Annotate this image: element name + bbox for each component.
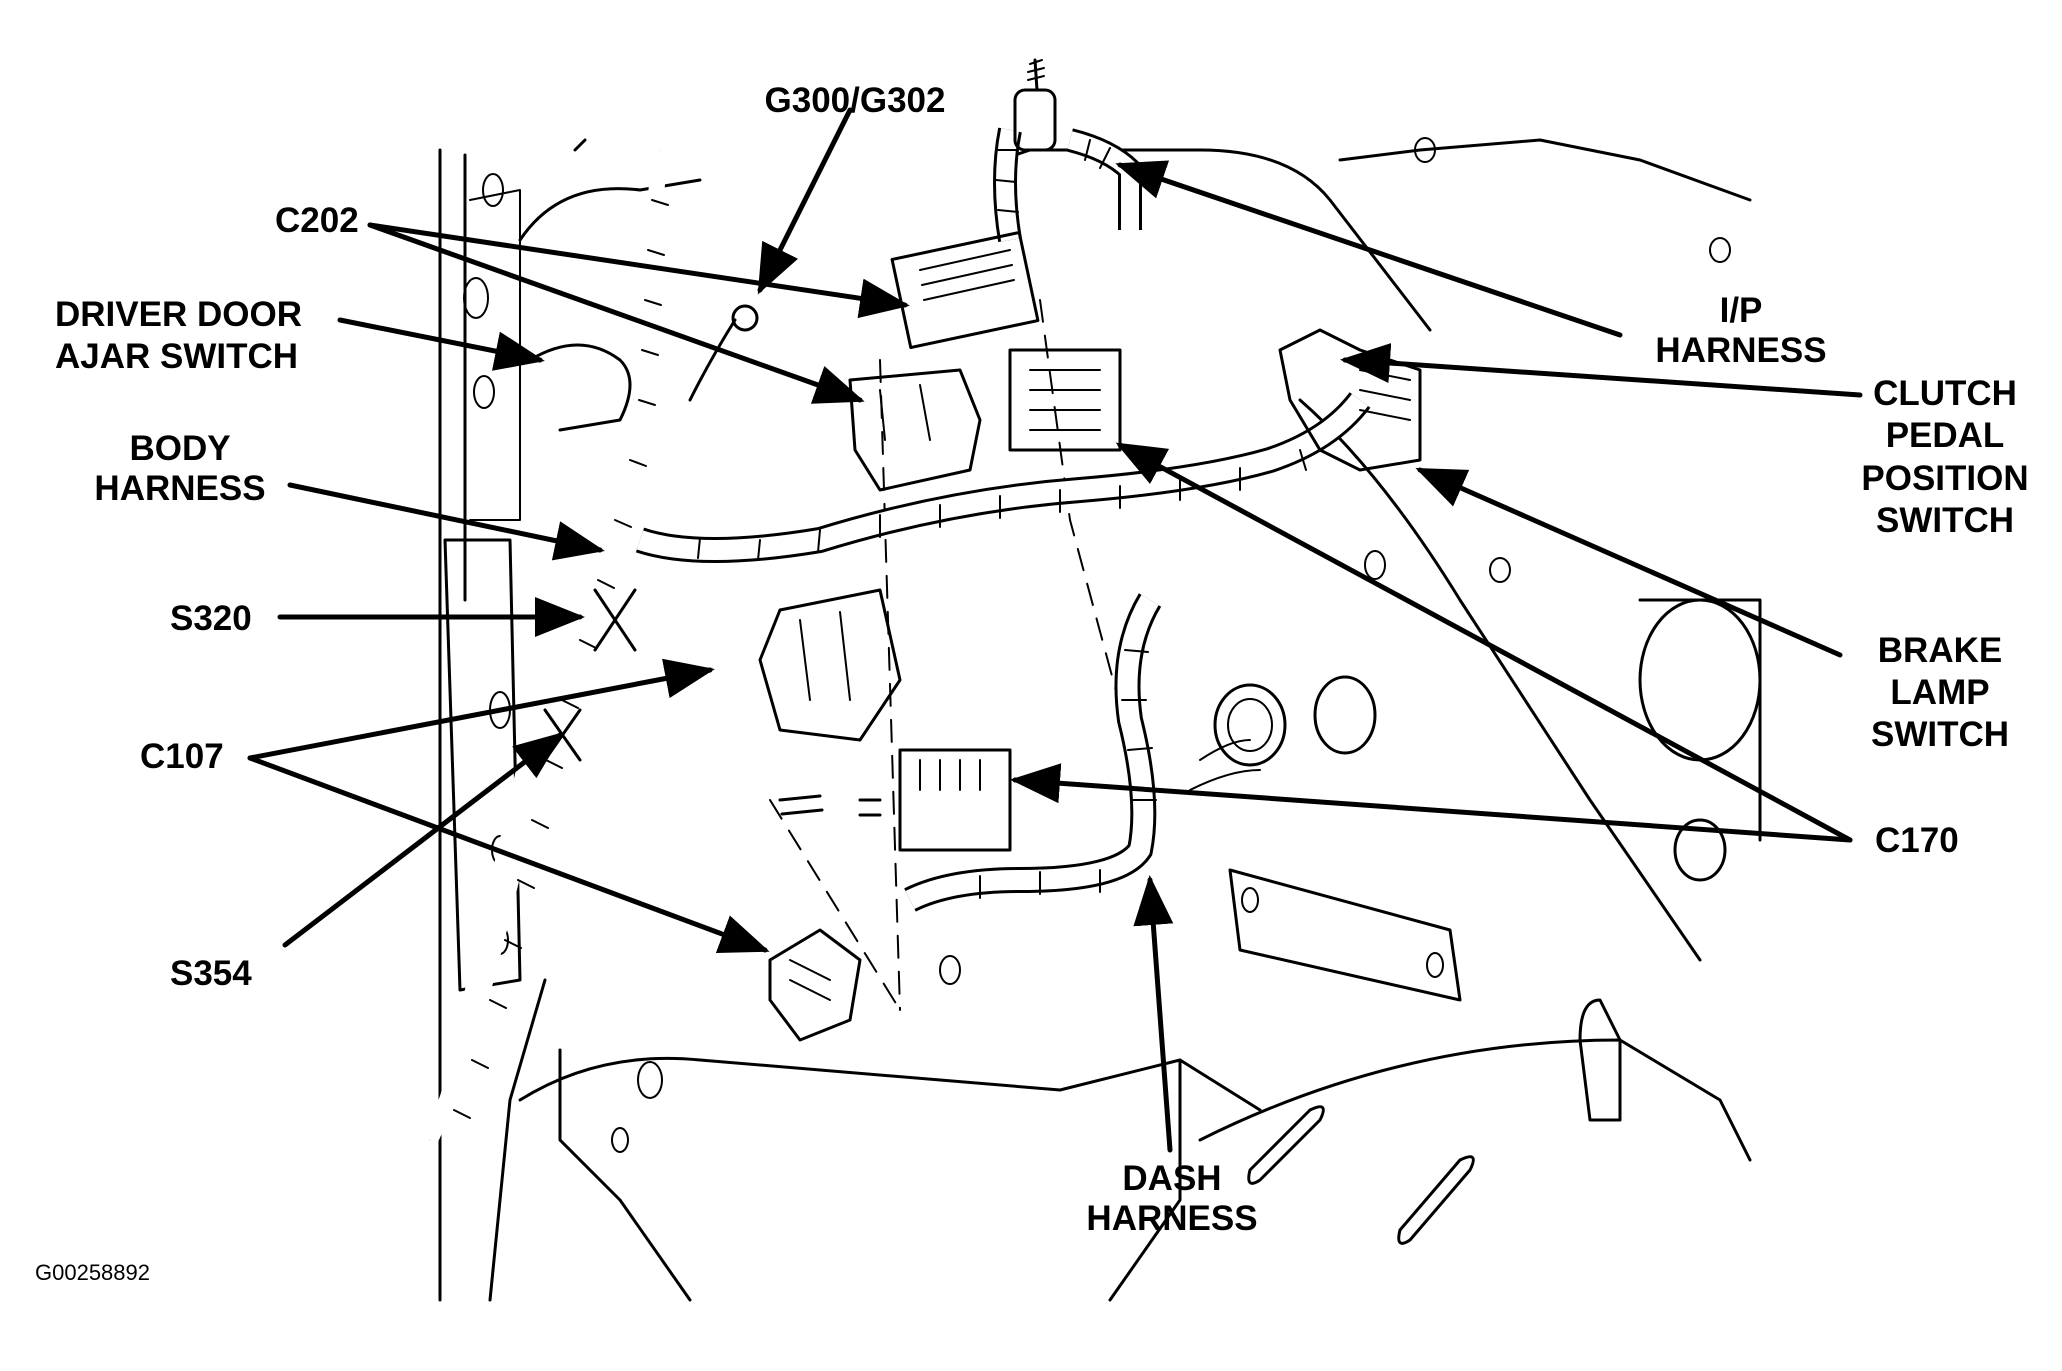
figure-code: G00258892 — [35, 1260, 150, 1285]
label-s320: S320 — [170, 599, 252, 638]
leader-arrows — [247, 107, 1863, 1153]
label-clutch-line1: CLUTCH — [1873, 374, 2017, 413]
label-body-harness-line2: HARNESS — [94, 469, 265, 508]
label-clutch-line4: SWITCH — [1876, 501, 2014, 540]
label-c107: C107 — [140, 737, 224, 776]
label-ip-harness-line1: I/P — [1720, 291, 1763, 330]
label-brake-line3: SWITCH — [1871, 715, 2009, 754]
label-dash-harness-line1: DASH — [1122, 1159, 1221, 1198]
label-s354: S354 — [170, 954, 252, 993]
label-brake-line2: LAMP — [1890, 673, 1989, 712]
label-brake-line1: BRAKE — [1878, 631, 2002, 670]
label-driver-door-ajar-line1: DRIVER DOOR — [55, 295, 302, 334]
dash-harness — [635, 391, 1371, 912]
body-harness — [422, 149, 669, 1144]
label-clutch-line3: POSITION — [1861, 459, 2028, 498]
label-ip-harness-line2: HARNESS — [1655, 331, 1826, 370]
c170-connector — [898, 348, 1122, 852]
label-dash-harness-line2: HARNESS — [1086, 1199, 1257, 1238]
driver-door-ajar-switch — [528, 343, 632, 432]
label-driver-door-ajar-line2: AJAR SWITCH — [55, 337, 298, 376]
label-g300-g302: G300/G302 — [765, 81, 946, 120]
label-c202: C202 — [275, 201, 359, 240]
label-body-harness-line1: BODY — [129, 429, 230, 468]
c107-connectors — [758, 588, 902, 1042]
label-clutch-line2: PEDAL — [1886, 416, 2005, 455]
label-c170: C170 — [1875, 821, 1959, 860]
g300-g302-ground — [688, 304, 759, 402]
clutch-pedal-position-switch — [1278, 328, 1422, 472]
